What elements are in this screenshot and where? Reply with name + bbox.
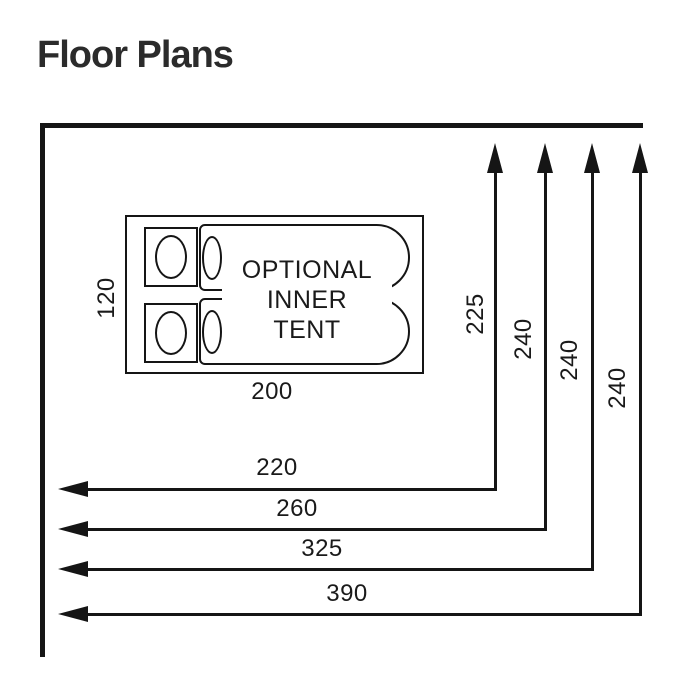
dimension-hline-1 (84, 488, 497, 491)
inner-tent-label-line1: OPTIONAL (241, 256, 373, 284)
dimension-vline-1 (494, 168, 497, 490)
dimension-vline-2 (544, 168, 547, 530)
dimension-vline-4 (639, 168, 642, 615)
dimension-hlabel-4: 390 (326, 580, 368, 607)
frame-left-line (40, 123, 45, 657)
arrow-up-icon (537, 143, 553, 173)
inner-tent-label-line2: INNER (266, 286, 348, 314)
arrow-up-icon (632, 143, 648, 173)
bag-oval-top (202, 235, 222, 280)
page-title: Floor Plans (37, 34, 234, 76)
dimension-vlabel-2: 240 (510, 318, 537, 360)
dimension-hline-4 (84, 613, 642, 616)
pillow-top (144, 227, 198, 287)
dimension-hlabel-3: 325 (301, 535, 343, 562)
arrow-left-icon (58, 481, 88, 497)
dimension-hlabel-1: 220 (256, 454, 298, 481)
dimension-vlabel-3: 240 (556, 339, 583, 381)
dimension-vlabel-4: 240 (604, 367, 631, 409)
dimension-vlabel-1: 225 (462, 293, 489, 335)
dimension-hline-3 (84, 568, 594, 571)
arrow-left-icon (58, 606, 88, 622)
inner-tent-label-line3: TENT (273, 316, 341, 344)
bag-oval-bottom (202, 309, 222, 354)
head-oval-bottom (155, 311, 187, 355)
arrow-left-icon (58, 561, 88, 577)
arrow-up-icon (584, 143, 600, 173)
tent-width-label: 120 (93, 277, 120, 319)
arrow-left-icon (58, 521, 88, 537)
inner-tent-label: OPTIONAL INNER TENT (222, 255, 392, 345)
tent-length-label: 200 (251, 378, 293, 405)
dimension-hlabel-2: 260 (276, 495, 318, 522)
arrow-up-icon (487, 143, 503, 173)
head-oval-top (155, 235, 187, 279)
inner-tent-outline: OPTIONAL INNER TENT (125, 215, 424, 374)
dimension-vline-3 (591, 168, 594, 570)
frame-top-line (40, 123, 643, 128)
pillow-bottom (144, 303, 198, 363)
dimension-hline-2 (84, 528, 547, 531)
